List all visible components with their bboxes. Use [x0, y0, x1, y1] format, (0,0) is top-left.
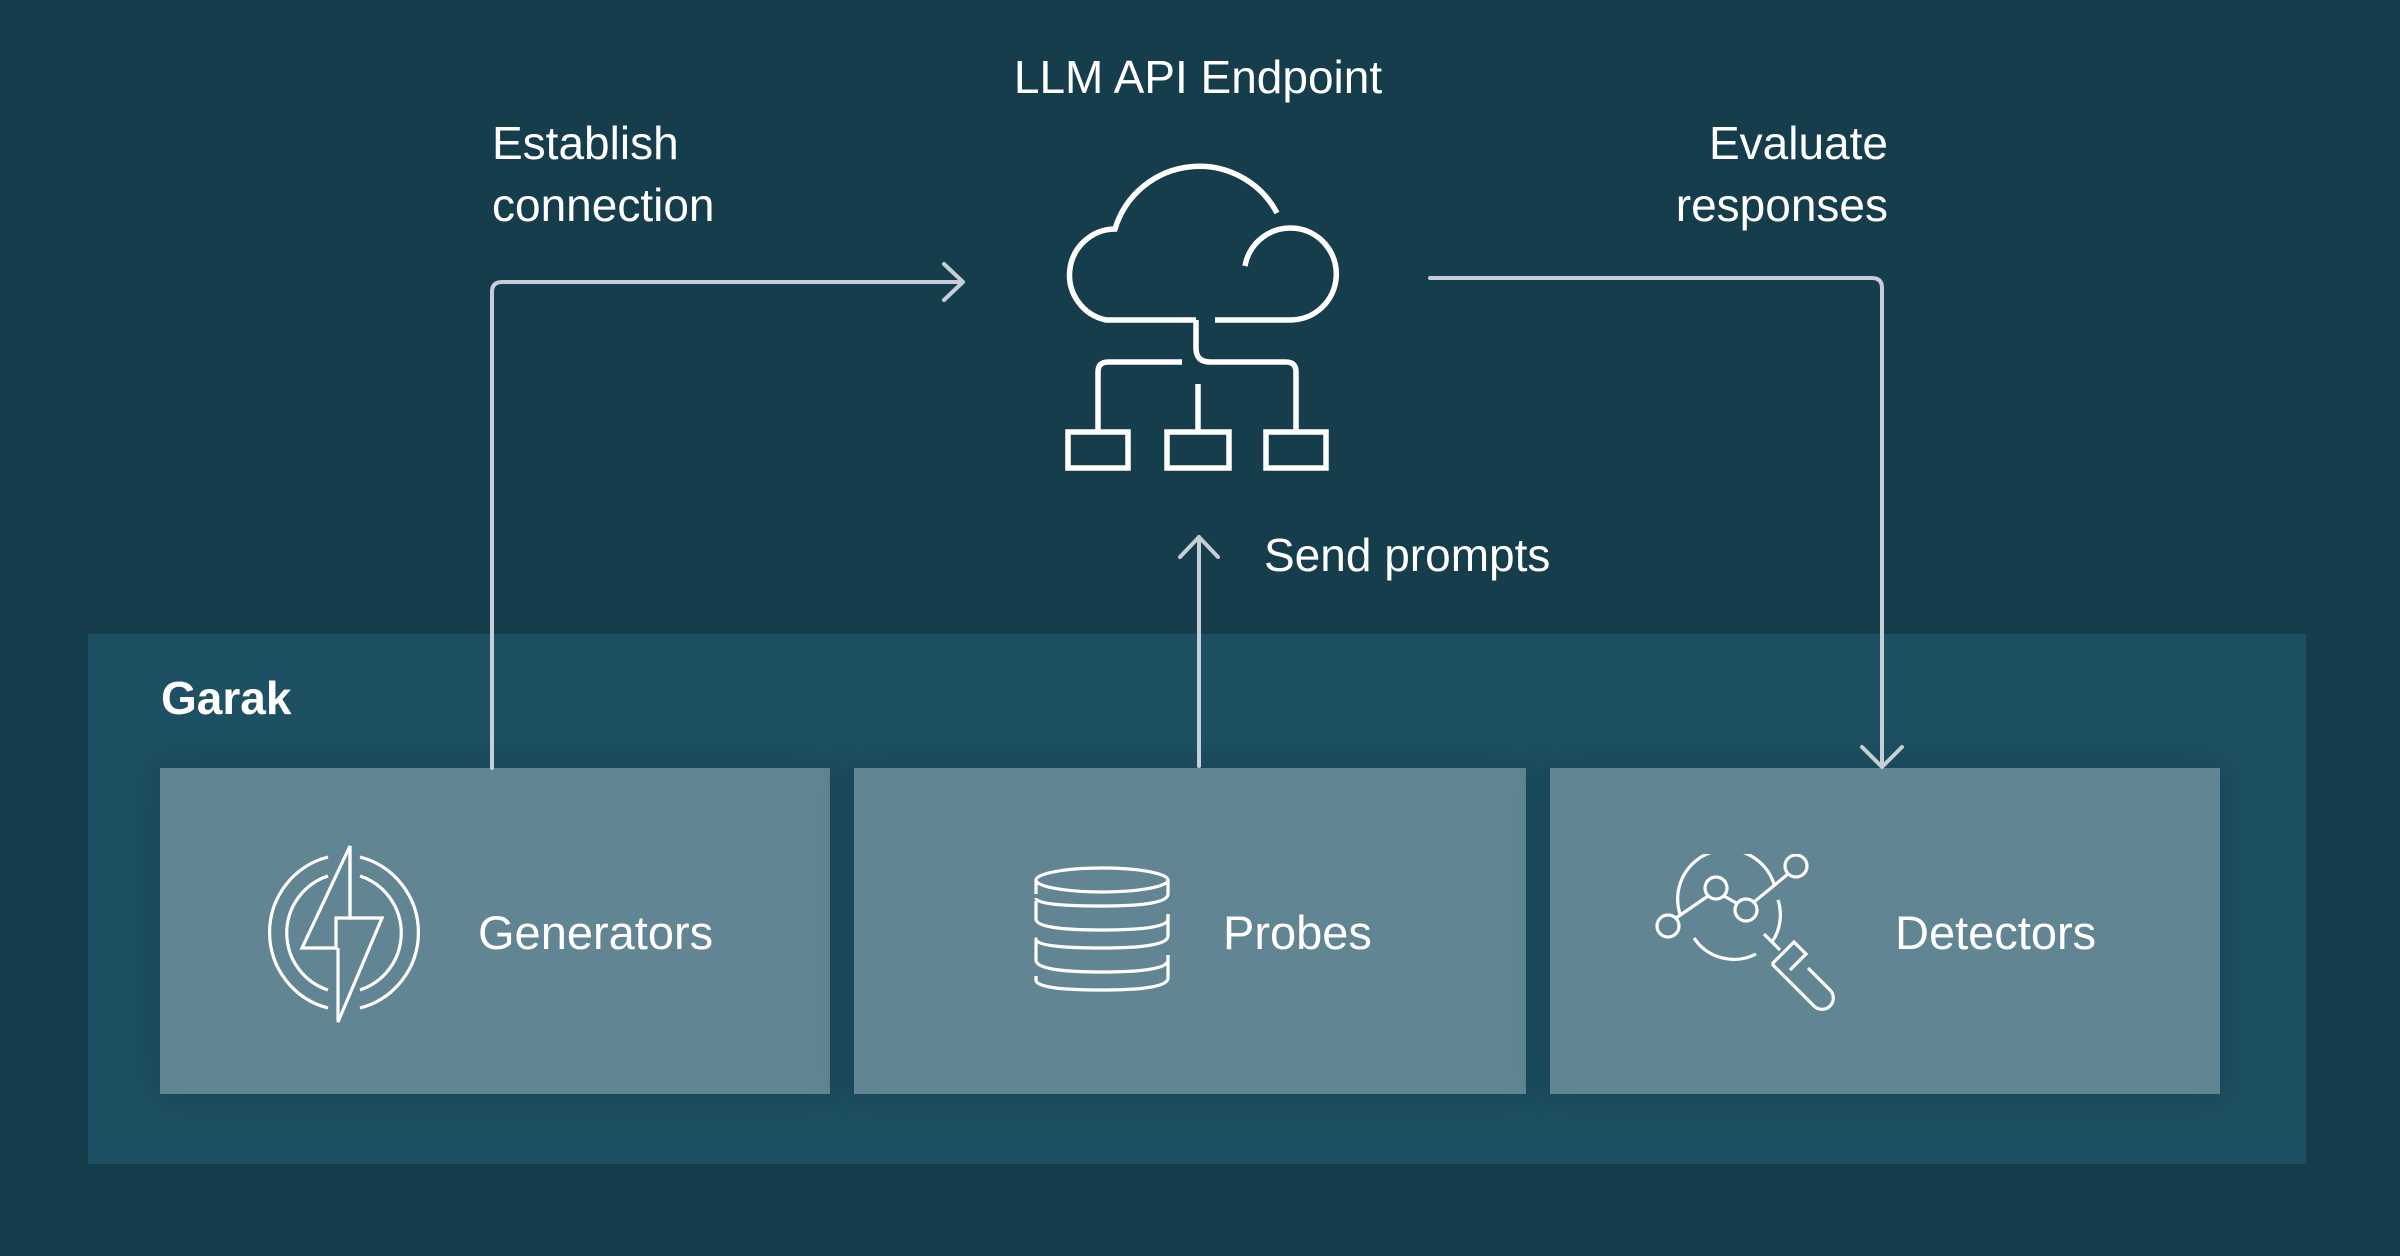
- evaluate-responses-label: Evaluate responses: [1400, 112, 1888, 236]
- send-prompts-arrowhead: [1178, 535, 1220, 559]
- probes-card[interactable]: Probes: [854, 768, 1526, 1094]
- send-prompts-label: Send prompts: [1264, 529, 1551, 581]
- cloud-network-icon: [1065, 163, 1340, 471]
- evaluate-line2: responses: [1675, 179, 1888, 231]
- endpoint-title: LLM API Endpoint: [0, 46, 2400, 108]
- establish-arrowhead: [942, 262, 965, 302]
- generators-card[interactable]: Generators: [160, 768, 830, 1094]
- generators-label: Generators: [478, 906, 714, 959]
- establish-line2: connection: [492, 179, 715, 231]
- establish-connection-label: Establish connection: [492, 112, 715, 236]
- evaluate-line1: Evaluate: [1708, 117, 1888, 169]
- database-icon: [1034, 866, 1170, 992]
- establish-line1: Establish: [492, 117, 679, 169]
- detectors-label: Detectors: [1895, 906, 2097, 959]
- magnifier-chart-icon: [1655, 854, 1835, 1011]
- probes-label: Probes: [1223, 906, 1372, 959]
- endpoint-title-text: LLM API Endpoint: [1013, 51, 1383, 103]
- lightning-bolt-icon: [267, 845, 421, 1023]
- garak-title: Garak: [161, 672, 292, 724]
- detectors-card[interactable]: Detectors: [1550, 768, 2220, 1094]
